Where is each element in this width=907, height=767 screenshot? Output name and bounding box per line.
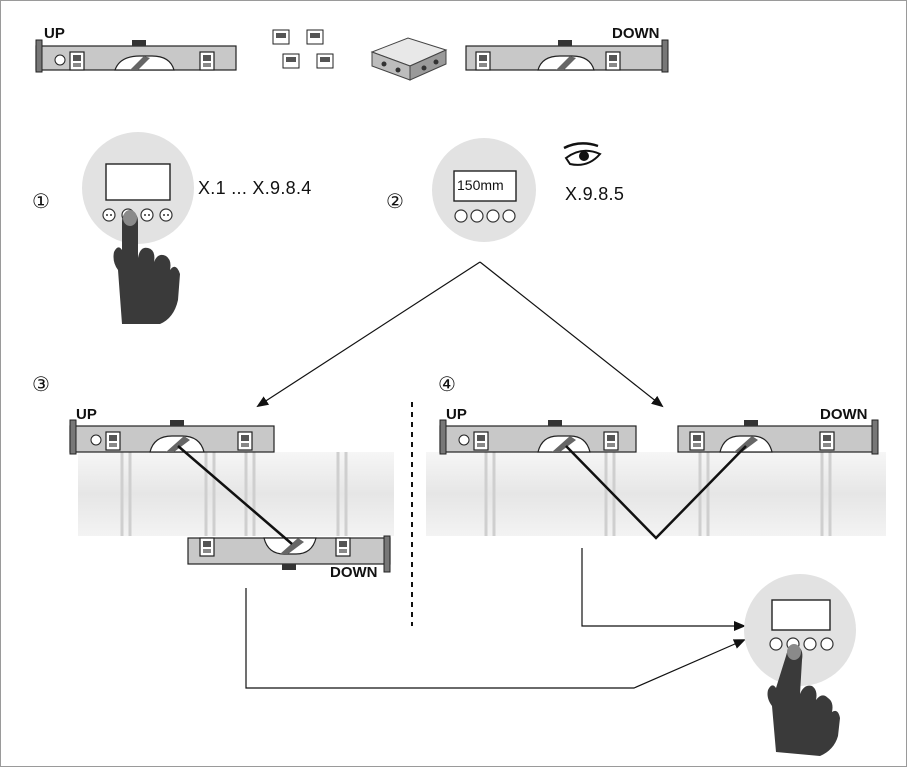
up-label-step4: UP: [446, 406, 467, 423]
up-rail-step4: [439, 419, 637, 455]
arrow-to-step3: [256, 261, 481, 408]
down-rail-top: [465, 39, 669, 73]
down-label-step3: DOWN: [330, 564, 378, 581]
view-reference: X.9.8.5: [565, 184, 625, 204]
pipe-step3: [78, 452, 394, 536]
down-rail-step4: [677, 419, 879, 455]
up-rail-top: [35, 39, 237, 73]
down-label-step4: DOWN: [820, 406, 868, 423]
step-2-marker: ②: [386, 189, 404, 213]
up-label-step3: UP: [76, 406, 97, 423]
pointing-finger-icon: [113, 210, 180, 324]
pipe-step4: [426, 452, 886, 536]
step-4-marker: ④: [438, 372, 456, 396]
connector-step4-to-converter: [581, 548, 746, 631]
junction-box-icon: [370, 37, 448, 81]
up-label-top: UP: [44, 25, 65, 42]
sensor-clamp-set: [272, 29, 334, 69]
down-label-top: DOWN: [612, 25, 660, 42]
connector-step3-to-converter: [245, 588, 746, 689]
converter-keypad-final: [744, 574, 856, 686]
up-rail-step3: [69, 419, 275, 455]
converter-display-step2: [432, 138, 536, 242]
setup-reference: X.1 ... X.9.8.4: [198, 178, 312, 198]
display-value: 150mm: [457, 177, 504, 193]
step-1-marker: ①: [32, 189, 50, 213]
arrow-to-step4: [479, 261, 664, 408]
signal-path-step3: [177, 445, 293, 545]
step-3-marker: ③: [32, 372, 50, 396]
pointing-finger-icon-final: [767, 644, 840, 756]
signal-path-step4: [565, 445, 747, 540]
eye-icon: [563, 142, 602, 166]
